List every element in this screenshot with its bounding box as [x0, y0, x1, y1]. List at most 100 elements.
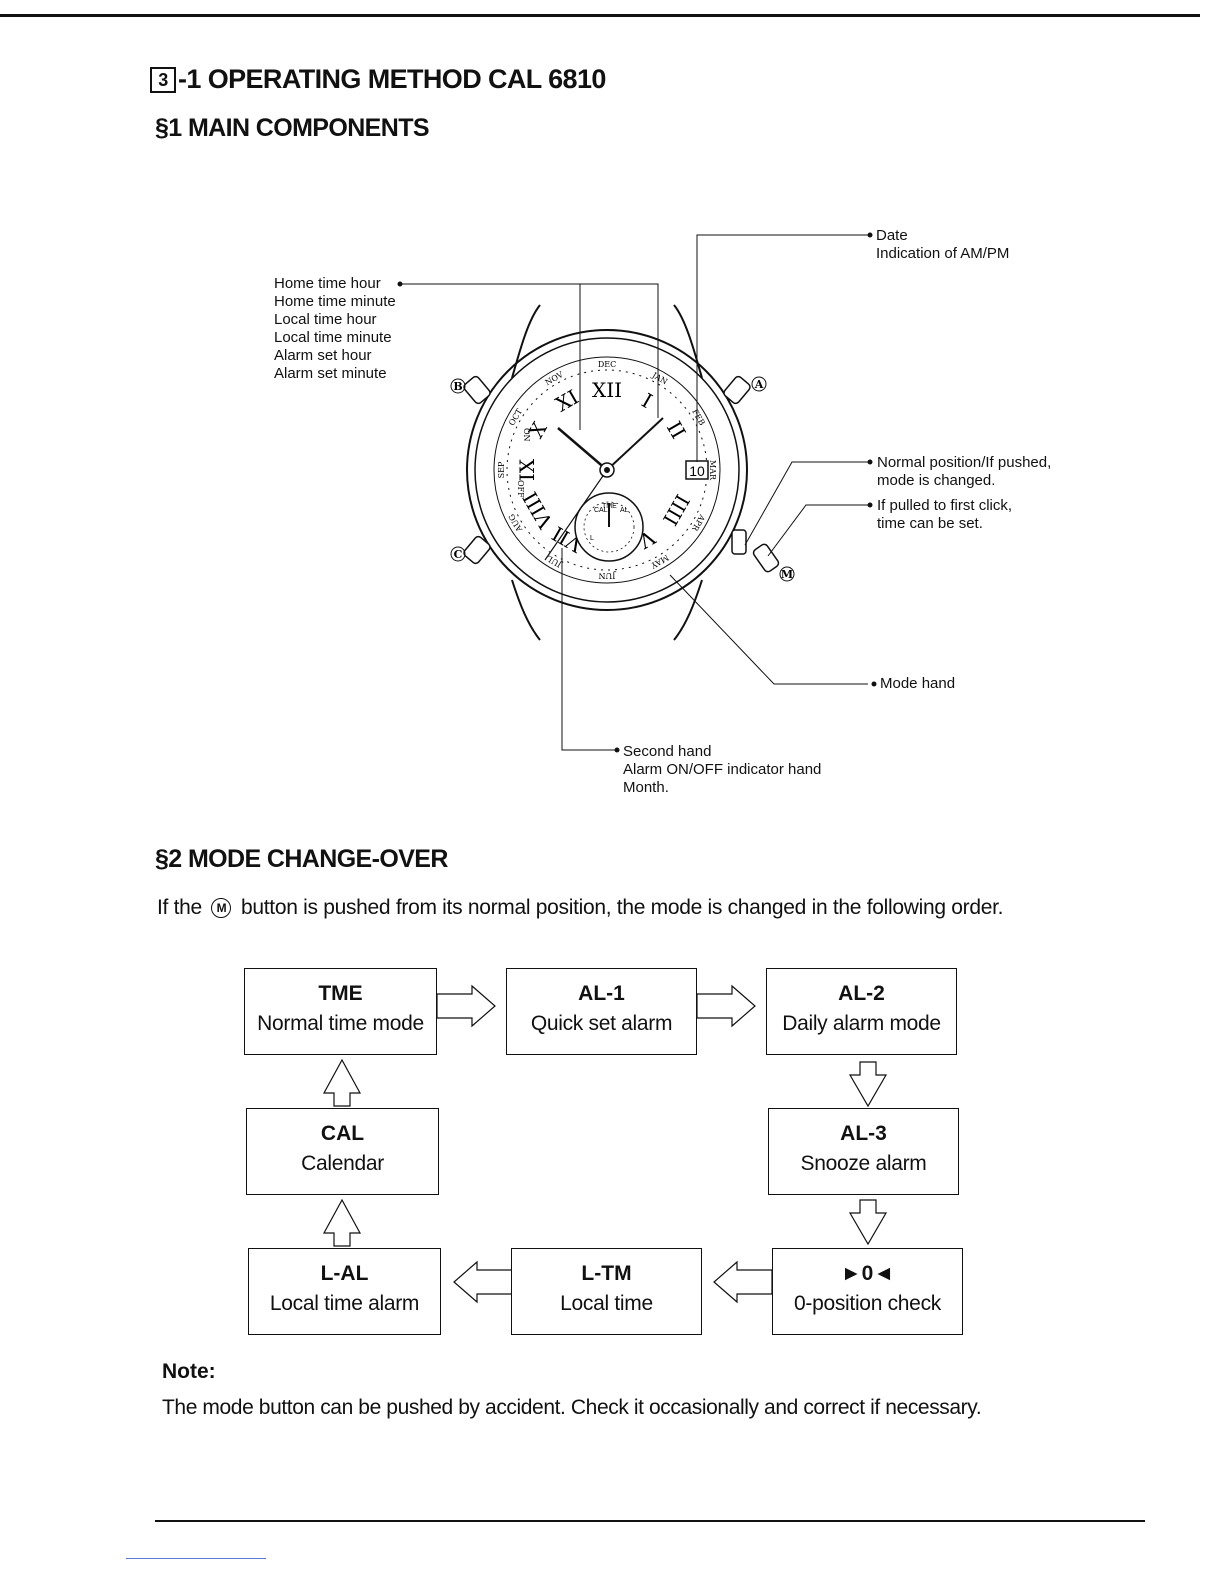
mode-code: ►0◄: [840, 1262, 895, 1285]
label-home-time-hour: Home time hour: [274, 275, 381, 292]
date-window-value: 10: [689, 463, 705, 479]
mode-code: AL-3: [840, 1122, 887, 1145]
mode-code: CAL: [320, 1122, 365, 1145]
label-home-time-minute: Home time minute: [274, 293, 396, 310]
heading-main-components: §1 MAIN COMPONENTS: [155, 114, 430, 142]
crown-pulled: [752, 543, 780, 573]
arrow-up-1: [322, 1058, 362, 1107]
crown-normal-label: Normal position/If pushed, mode is chang…: [877, 454, 1051, 490]
top-rule: [0, 14, 1200, 17]
section-number-box: 3: [150, 66, 176, 93]
label-alarm-set-hour: Alarm set hour: [274, 347, 372, 364]
button-a-label: A: [754, 378, 764, 391]
month-label: AUG: [507, 512, 525, 534]
numeral: IX: [515, 458, 539, 481]
second-label-group: Second hand Alarm ON/OFF indicator hand …: [623, 743, 821, 797]
numeral: IIII: [658, 490, 695, 529]
label-crown-pulled-2: time can be set.: [877, 515, 983, 532]
label-local-time-hour: Local time hour: [274, 311, 377, 328]
mode-desc: Normal time mode: [257, 1012, 424, 1035]
month-label: APR: [690, 512, 707, 533]
watch-diagram: B A C M XIIIIIIIIIVVIVIIVIIIIXXXI DECJAN…: [397, 232, 877, 753]
mode-box-lal: L-AL Local time alarm: [248, 1248, 441, 1335]
note-title: Note:: [162, 1360, 216, 1383]
sub-dial-cal: CAL: [594, 507, 608, 514]
second-hand: [544, 469, 608, 561]
arrow-down-1: [848, 1061, 888, 1108]
button-b-label: B: [453, 380, 462, 393]
note-body: The mode button can be pushed by acciden…: [162, 1396, 982, 1419]
arrow-up-2: [322, 1198, 362, 1247]
mode-box-cal: CAL Calendar: [246, 1108, 439, 1195]
flow-arrows: [322, 984, 888, 1304]
hands-label-group: Home time hour Home time minute Local ti…: [274, 275, 396, 383]
leader-dots: [397, 232, 877, 753]
m-button-icon: M: [211, 898, 232, 918]
pusher-b: [463, 375, 491, 405]
month-label: JUN: [599, 571, 617, 580]
month-label: NOV: [544, 370, 565, 388]
intro-after: button is pushed from its normal positio…: [241, 896, 1004, 919]
mode-code: L-TM: [581, 1262, 632, 1285]
button-m-label: M: [781, 568, 793, 581]
numeral: XI: [551, 385, 582, 417]
numeral: I: [638, 388, 657, 413]
sub-dial-al: AL: [620, 507, 629, 514]
arrow-left-1: [713, 1260, 773, 1304]
month-label: JAN: [650, 370, 669, 386]
numeral: XII: [592, 378, 622, 402]
month-label: DEC: [598, 360, 616, 369]
page-title: 3 -1 OPERATING METHOD CAL 6810: [150, 64, 606, 95]
mode-box-ltm: L-TM Local time: [511, 1248, 702, 1335]
mode-desc: Local time: [560, 1292, 653, 1315]
page-title-text: -1 OPERATING METHOD CAL 6810: [178, 64, 606, 94]
mode-box-al1: AL-1 Quick set alarm: [506, 968, 697, 1055]
on-label: ON: [522, 428, 531, 442]
pusher-c: [463, 535, 491, 565]
leader-lines: [402, 234, 868, 751]
mode-code: TME: [318, 982, 363, 1005]
button-markers: B A C M: [450, 376, 795, 582]
off-label: OFF: [516, 480, 525, 498]
mode-desc: 0-position check: [794, 1292, 941, 1315]
date-label-group: Date Indication of AM/PM: [876, 227, 1009, 263]
crown-pulled-label: If pulled to first click, time can be se…: [877, 497, 1012, 533]
label-mode-hand: Mode hand: [880, 675, 956, 692]
mode-box-al2: AL-2 Daily alarm mode: [766, 968, 957, 1055]
label-date: Date: [876, 227, 908, 244]
label-crown-pulled-1: If pulled to first click,: [877, 497, 1013, 514]
mode-code: L-AL: [320, 1262, 369, 1285]
label-second-hand: Second hand: [623, 743, 712, 760]
arrow-right-1: [436, 984, 496, 1028]
bottom-rule: [155, 1520, 1145, 1522]
intro-text: If the M button is pushed from its norma…: [157, 896, 1003, 920]
mode-box-tme: TME Normal time mode: [244, 968, 437, 1055]
intro-before: If the: [157, 896, 202, 919]
month-label: MAR: [708, 460, 717, 481]
arrow-left-2: [453, 1260, 513, 1304]
mode-box-zero-check: ►0◄ 0-position check: [772, 1248, 963, 1335]
label-month: Month.: [623, 779, 669, 796]
month-label: OCT: [507, 407, 524, 428]
footer-blue-line: [126, 1558, 266, 1559]
arrow-down-2: [848, 1199, 888, 1246]
sub-dial-l: L: [590, 535, 594, 542]
mode-desc: Local time alarm: [269, 1292, 420, 1315]
mode-code: AL-2: [838, 982, 885, 1005]
label-crown-normal-2: mode is changed.: [877, 472, 996, 489]
numeral: II: [662, 417, 691, 443]
label-alarm-indicator: Alarm ON/OFF indicator hand: [623, 761, 822, 778]
month-label: FEB: [690, 408, 706, 428]
label-crown-normal-1: Normal position/If pushed,: [877, 454, 1052, 471]
mode-desc: Quick set alarm: [530, 1012, 673, 1035]
mode-desc: Calendar: [301, 1152, 384, 1175]
label-am-pm: Indication of AM/PM: [876, 245, 1010, 262]
hour-hand: [557, 427, 608, 471]
mode-desc: Daily alarm mode: [782, 1012, 941, 1035]
label-alarm-set-minute: Alarm set minute: [274, 365, 387, 382]
heading-mode-changeover: §2 MODE CHANGE-OVER: [155, 845, 448, 873]
pusher-a: [723, 375, 751, 405]
button-c-label: C: [454, 548, 463, 561]
month-label: SEP: [497, 461, 506, 478]
label-local-time-minute: Local time minute: [274, 329, 392, 346]
